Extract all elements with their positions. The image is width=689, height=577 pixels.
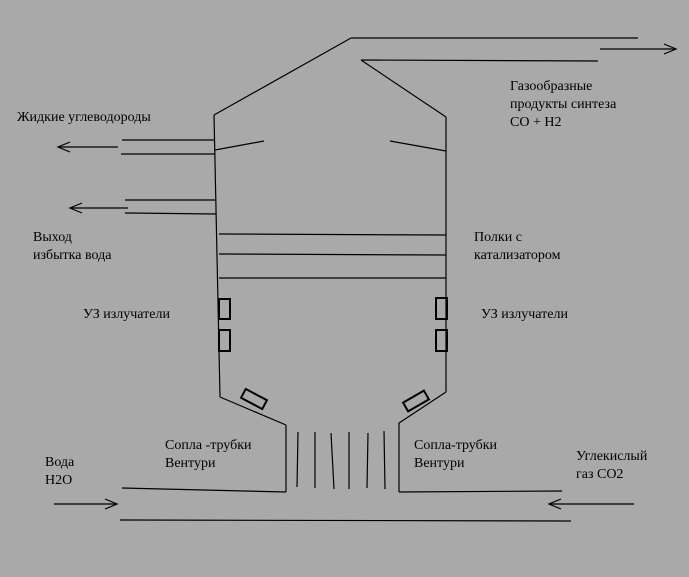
us-emitter-funnel-right bbox=[401, 389, 431, 413]
water-outlet-pipe-bottom bbox=[124, 212, 217, 215]
co2-inlet-label: Углекислый газ CO2 bbox=[576, 448, 647, 484]
funnel-left-line bbox=[219, 396, 287, 426]
co2-inlet-arrow-head bbox=[547, 498, 562, 510]
water-inlet-label: Вода H2O bbox=[45, 454, 74, 490]
us-emitters-left-text: УЗ излучатели bbox=[83, 307, 170, 322]
venturi-nozzle-line bbox=[296, 431, 299, 488]
catalyst-shelves-line-1: Полки с bbox=[474, 230, 522, 245]
vessel-left-wall bbox=[213, 114, 221, 398]
excess-water-label: Выход избытка вода bbox=[33, 229, 111, 265]
gas-outlet-bottom-line bbox=[360, 59, 599, 62]
venturi-left-line-1: Сопла -трубки bbox=[165, 438, 252, 453]
us-emitters-right-label: УЗ излучатели bbox=[481, 306, 568, 324]
co2-inlet-pipe-top bbox=[398, 490, 563, 493]
inner-right-separator bbox=[389, 140, 447, 152]
gas-products-label: Газообразные продукты синтеза CO + H2 bbox=[510, 78, 616, 132]
venturi-nozzle-line bbox=[330, 432, 335, 490]
venturi-nozzle-line bbox=[366, 432, 369, 489]
venturi-left-line-2: Вентури bbox=[165, 456, 216, 471]
excess-water-line-1: Выход bbox=[33, 230, 72, 245]
us-emitter-left-top bbox=[218, 298, 231, 320]
us-emitters-right-text: УЗ излучатели bbox=[481, 307, 568, 322]
roof-left-line bbox=[213, 37, 352, 116]
venturi-nozzle-line bbox=[383, 430, 386, 490]
inlet-pipe-bottom bbox=[119, 519, 572, 522]
venturi-right-label: Сопла-трубки Вентури bbox=[414, 437, 497, 473]
us-emitters-left-label: УЗ излучатели bbox=[83, 306, 170, 324]
water-inlet-line-1: Вода bbox=[45, 455, 75, 470]
water-inlet-pipe-top bbox=[121, 487, 287, 493]
excess-water-line-2: избытка вода bbox=[33, 248, 112, 263]
venturi-right-line-2: Вентури bbox=[414, 456, 465, 471]
catalyst-shelf bbox=[218, 253, 447, 256]
catalyst-shelves-label: Полки с катализатором bbox=[474, 229, 560, 265]
venturi-left-label: Сопла -трубки Вентури bbox=[165, 437, 252, 473]
gas-products-line-2: продукты синтеза bbox=[510, 97, 617, 112]
gas-outlet-arrow-head bbox=[663, 43, 678, 55]
liquid-outlet-arrow-head bbox=[56, 141, 71, 153]
roof-right-line bbox=[360, 59, 447, 118]
water-outlet-arrow-head bbox=[68, 202, 83, 214]
inner-left-separator bbox=[214, 140, 265, 151]
co2-inlet-line-2: газ CO2 bbox=[576, 467, 624, 482]
us-emitter-funnel-left bbox=[239, 387, 269, 411]
liquid-hydrocarbons-text: Жидкие углеводороды bbox=[17, 110, 151, 125]
us-emitter-left-bottom bbox=[218, 329, 231, 352]
us-emitter-right-top bbox=[435, 297, 448, 320]
us-emitter-right-bottom bbox=[435, 329, 448, 352]
funnel-right-line bbox=[398, 391, 447, 424]
water-inlet-line-2: H2O bbox=[45, 473, 73, 488]
catalyst-shelves-line-2: катализатором bbox=[474, 248, 561, 263]
gas-products-line-3: CO + H2 bbox=[510, 115, 562, 130]
co2-inlet-line-1: Углекислый bbox=[576, 449, 648, 464]
water-inlet-arrow-head bbox=[104, 498, 119, 510]
venturi-right-line-1: Сопла-трубки bbox=[414, 438, 498, 453]
liquid-hydrocarbons-label: Жидкие углеводороды bbox=[17, 109, 151, 127]
gas-products-line-1: Газообразные bbox=[510, 79, 593, 94]
catalyst-shelf bbox=[218, 233, 447, 236]
